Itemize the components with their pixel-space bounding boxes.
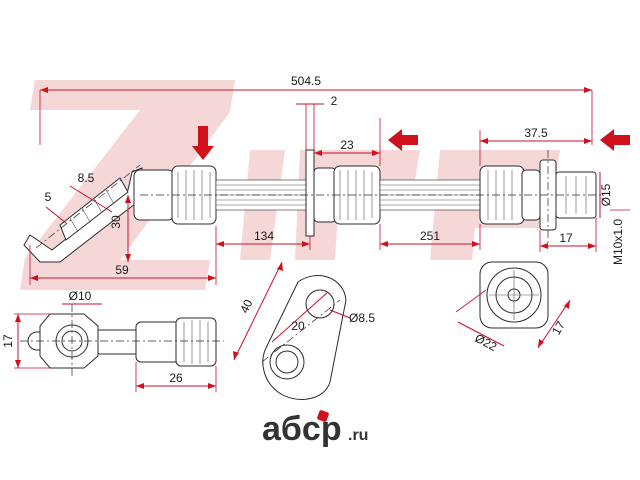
dim-eye-diameter: Ø10 [69, 289, 92, 303]
dim-left-bend-a: 8.5 [78, 171, 95, 185]
dim-left-bend-b: 5 [45, 190, 52, 204]
eye-fitting-view: Ø10 17 26 [1, 289, 224, 392]
bracket-side [305, 149, 381, 237]
dim-left-offset: 30 [109, 215, 123, 229]
dim-nut-width: 17 [549, 318, 568, 337]
dim-bracket-hole-diameter: Ø8.5 [349, 311, 375, 325]
dim-left-reach: 59 [115, 263, 129, 277]
abcp-logo: aбcp .ru [262, 410, 368, 448]
dim-span-right: 251 [420, 229, 440, 243]
hose-segment-1 [215, 179, 307, 211]
arrow-left-down-icon [192, 126, 214, 160]
logo-tld: .ru [348, 427, 368, 444]
logo-name: aбcp [262, 410, 342, 448]
dim-bracket-to-nut: 23 [340, 138, 354, 152]
bracket-plate-view: 40 20 Ø8.5 [233, 261, 375, 400]
arrow-right-left-icon [600, 129, 630, 151]
dim-eye-length: 26 [169, 371, 183, 385]
left-bent-fitting [23, 164, 143, 263]
dim-total-length: 504.5 [291, 74, 321, 88]
dim-right-nut-width: 17 [559, 231, 573, 245]
dim-right-fitting: 37.5 [524, 126, 548, 140]
nut-end-view: Ø22 17 [455, 261, 571, 354]
dim-span-left: 134 [254, 229, 274, 243]
dim-right-diameter: Ø15 [599, 183, 613, 206]
dim-bracket-hole-spacing: 20 [291, 319, 305, 333]
dim-thread: M10x1.0 [611, 219, 625, 265]
dim-bracket-thickness: 2 [331, 94, 338, 108]
dim-nut-diameter: Ø22 [473, 331, 500, 354]
arrow-middle-left-icon [388, 129, 418, 151]
dim-eye-height: 17 [1, 334, 15, 348]
dim-bracket-length: 40 [237, 297, 255, 315]
hose-side-view: 504.5 [23, 74, 630, 285]
